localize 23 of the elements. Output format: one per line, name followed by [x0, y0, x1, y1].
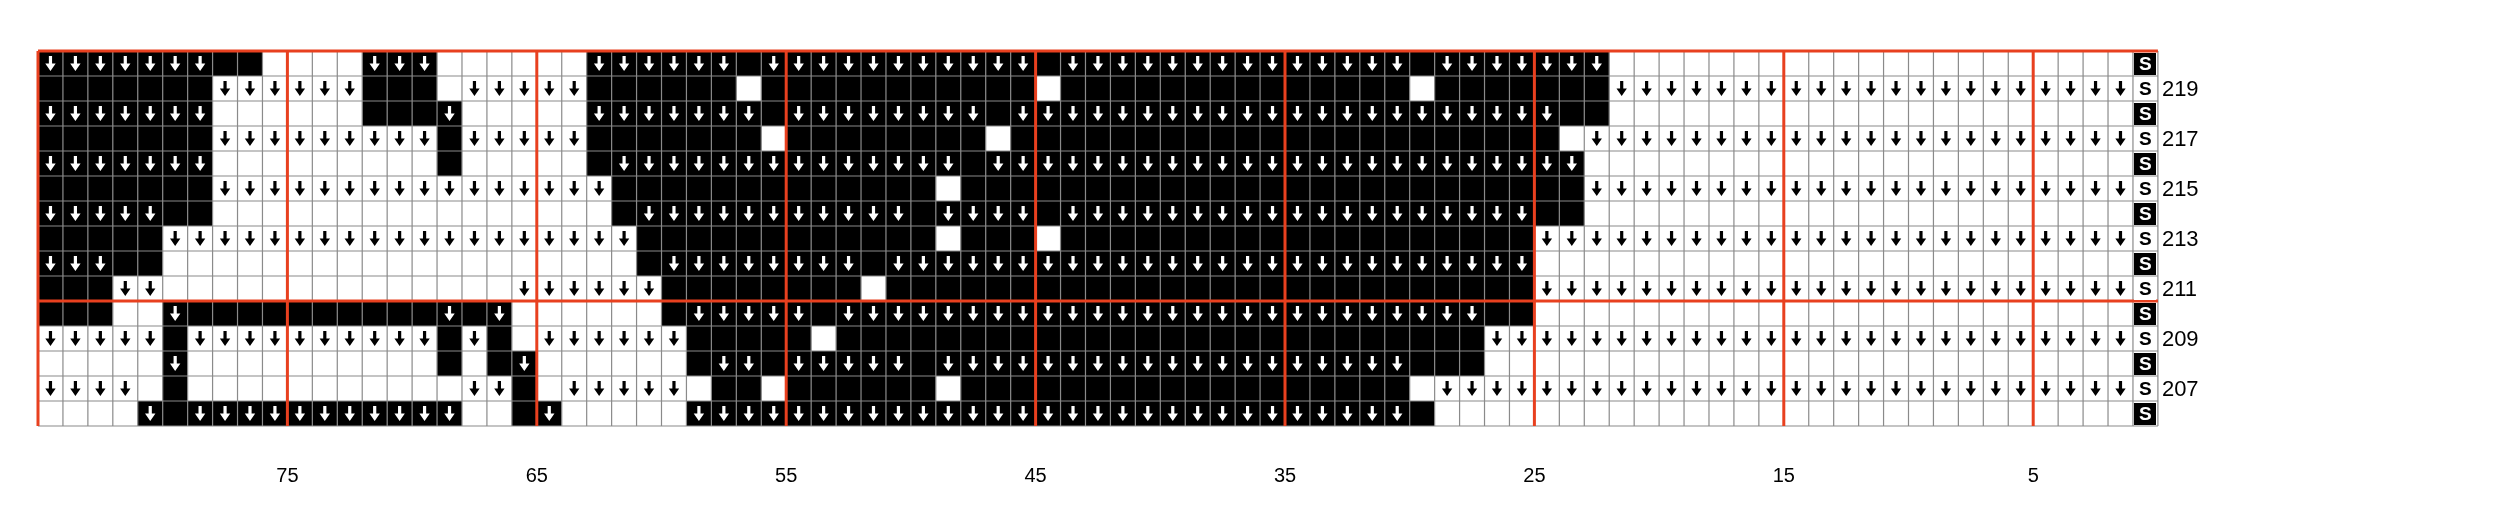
column-number: 45 [1024, 465, 1047, 485]
column-number: 65 [525, 465, 548, 485]
row-number: 207 [2161, 378, 2199, 400]
row-marker: S [2134, 202, 2157, 225]
row-number: 219 [2161, 78, 2199, 100]
row-marker: S [2134, 302, 2157, 325]
row-number: 213 [2161, 228, 2199, 250]
row-marker: S [2134, 252, 2157, 275]
row-marker: S [2134, 152, 2157, 175]
row-number: 215 [2161, 178, 2199, 200]
row-marker: S [2134, 102, 2157, 125]
column-number: 75 [276, 465, 299, 485]
column-number: 5 [2027, 465, 2039, 485]
row-number: 209 [2161, 328, 2199, 350]
row-number: 217 [2161, 128, 2199, 150]
row-marker: S [2134, 52, 2157, 75]
column-number: 15 [1772, 465, 1795, 485]
column-number: 35 [1273, 465, 1297, 485]
column-number: 55 [775, 465, 798, 485]
row-marker: S [2134, 352, 2157, 375]
row-number: 211 [2161, 278, 2197, 300]
row-marker: S [2134, 402, 2157, 425]
column-number: 25 [1523, 465, 1546, 485]
